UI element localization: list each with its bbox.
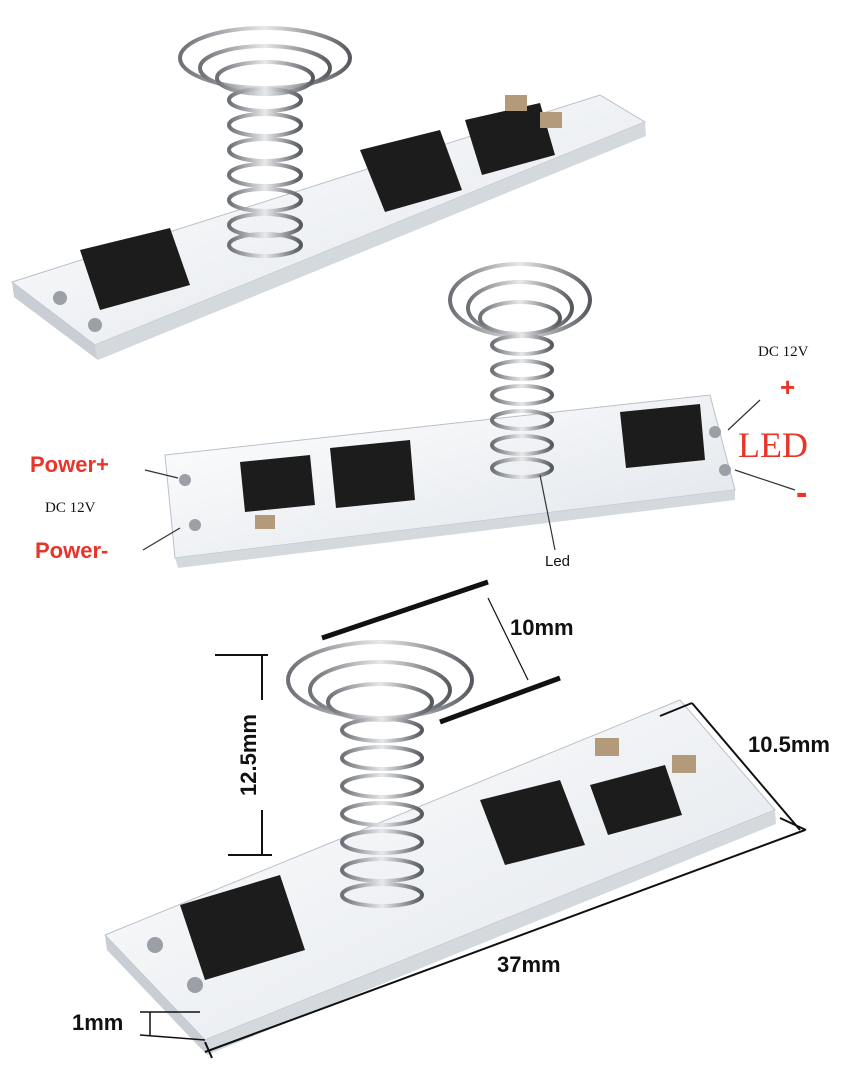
chip-icon	[465, 103, 555, 175]
spring-bottom	[286, 640, 474, 908]
led-output-label: LED	[738, 425, 808, 465]
spring-diameter-label: 10mm	[510, 615, 574, 640]
spring-middle	[448, 262, 592, 479]
dc-voltage-right-label: DC 12V	[758, 344, 809, 360]
board-width-label: 10.5mm	[748, 732, 830, 757]
power-plus-label: Power+	[30, 452, 109, 477]
chip-icon	[620, 404, 705, 468]
board-thickness-label: 1mm	[72, 1010, 124, 1035]
dimension-lines	[139, 579, 807, 1059]
spring-top	[178, 26, 352, 258]
chip-icon	[480, 780, 585, 865]
pcb-board-bottom	[104, 699, 776, 1055]
chip-icon	[240, 455, 315, 512]
spring-height-label: 12.5mm	[235, 714, 261, 796]
chip-icon	[80, 228, 190, 310]
chip-icon	[590, 765, 682, 835]
led-plus-label: +	[780, 372, 796, 402]
pcb-board-middle	[164, 394, 736, 568]
chip-icon	[180, 875, 305, 980]
led-pointer-label: Led	[545, 553, 571, 570]
board-length-label: 37mm	[497, 952, 561, 977]
dc-voltage-left-label: DC 12V	[45, 500, 96, 516]
pcb-board-top	[10, 94, 647, 360]
pointer-lines	[142, 399, 796, 551]
chip-icon	[360, 130, 462, 212]
chip-icon	[330, 440, 415, 508]
led-minus-label: -	[796, 474, 808, 512]
power-minus-label: Power-	[35, 538, 109, 563]
